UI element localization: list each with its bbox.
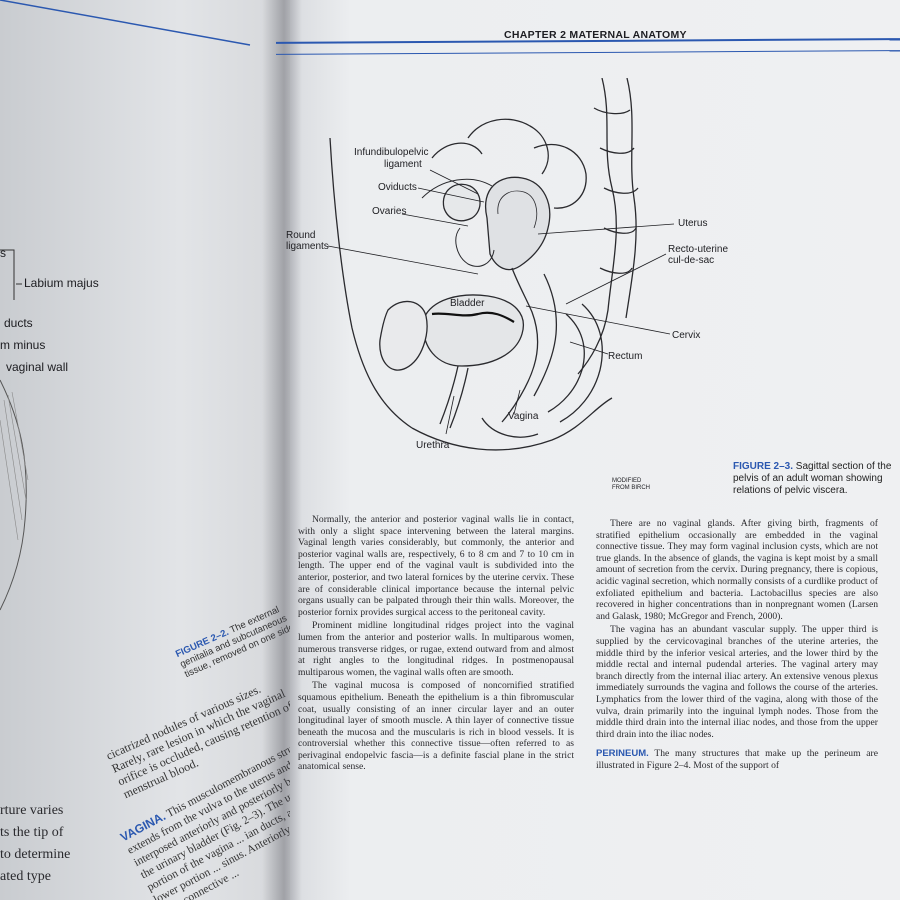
figure-2-3-caption: FIGURE 2–3. Sagittal section of the pelv… [733, 461, 900, 497]
label-bladder: Bladder [450, 298, 485, 309]
label-urethra: Urethra [416, 440, 450, 451]
label-m-minus: m minus [0, 338, 46, 352]
perineum-paragraph: PERINEUM. The many structures that make … [596, 748, 878, 771]
perineum-text: The many structures that make up the per… [596, 748, 878, 771]
label-labium-majus: Labium majus [24, 276, 99, 290]
paragraph: There are no vaginal glands. After givin… [596, 518, 878, 622]
label-uterus: Uterus [678, 218, 708, 229]
label-from-birch: FROM BIRCH [612, 485, 650, 491]
label-recto-uterine: Recto-uterine [668, 244, 729, 255]
book-gutter [262, 0, 302, 900]
label-cul-de-sac: cul-de-sac [668, 255, 715, 266]
label-vagina: Vagina [508, 411, 539, 422]
label-ovaries: Ovaries [372, 206, 407, 217]
label-ducts: ducts [4, 316, 33, 330]
label-cervix: Cervix [672, 330, 701, 341]
text-column-left: Normally, the anterior and posterior vag… [298, 514, 574, 775]
paragraph: Normally, the anterior and posterior vag… [298, 514, 574, 618]
label-oviducts: Oviducts [378, 182, 417, 193]
label-round: Round [286, 230, 316, 241]
figure-2-3-text: Sagittal section of the pelvis of an adu… [733, 461, 892, 496]
label-rectum: Rectum [608, 351, 643, 362]
right-page [290, 0, 900, 900]
paragraph: The vaginal mucosa is composed of noncor… [298, 680, 574, 773]
figure-2-3: Infundibulopelvic ligament Oviducts Ovar… [282, 78, 742, 498]
paragraph: Prominent midline longitudinal ridges pr… [298, 620, 574, 678]
pelvis-illustration [327, 78, 675, 451]
label-s: s [0, 246, 6, 260]
figure-2-3-label: FIGURE 2–3. [733, 461, 794, 472]
label-infundibulopelvic-ligament: ligament [384, 159, 422, 170]
left-page: s Labium majus ducts m minus vaginal wal… [0, 0, 300, 900]
label-vaginal-wall: vaginal wall [6, 360, 69, 374]
left-figure-drawing [0, 0, 251, 611]
text-column-right: There are no vaginal glands. After givin… [596, 518, 878, 773]
perineum-heading: PERINEUM. [596, 748, 649, 760]
label-infundibulopelvic: Infundibulopelvic [354, 147, 429, 158]
edge-line: to determine [0, 847, 71, 862]
label-round-ligaments: ligaments [286, 241, 329, 252]
edge-line: ts the tip of [0, 825, 64, 840]
edge-line: ated type [0, 869, 51, 884]
edge-line: rture varies [0, 803, 64, 818]
left-edge-text: rture varies ts the tip of to determine … [0, 800, 70, 888]
chapter-title: CHAPTER 2 MATERNAL ANATOMY [504, 29, 687, 41]
label-modified: MODIFIED [612, 478, 642, 484]
paragraph: The vagina has an abundant vascular supp… [596, 624, 878, 740]
